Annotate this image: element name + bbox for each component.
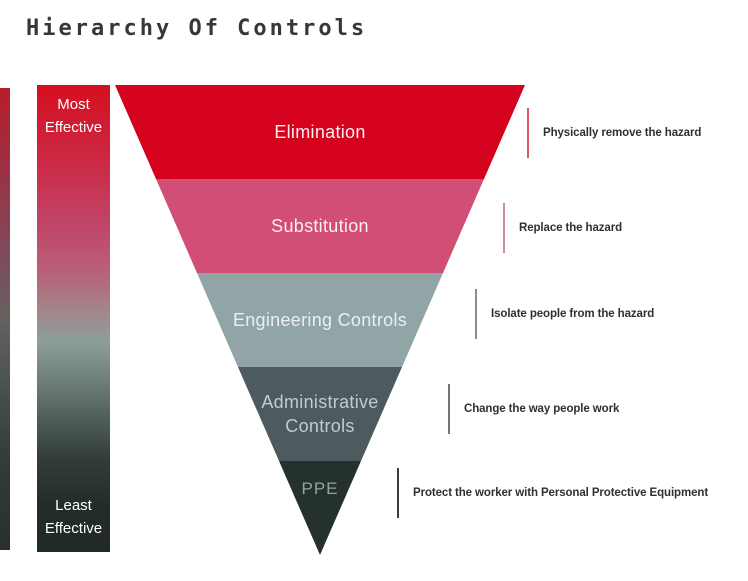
annotation-substitution-note: Replace the hazard <box>519 222 623 234</box>
pyramid-level-ppe-label: PPE <box>301 479 339 498</box>
annotation-elimination: Physically remove the hazard <box>527 108 701 158</box>
annotation-administrative-controls-tick-line <box>448 384 450 434</box>
annotation-ppe-tick-line <box>397 468 399 518</box>
pyramid-level-administrative-controls-label: Administrative Controls <box>261 391 379 436</box>
annotation-engineering-controls: Isolate people from the hazard <box>475 289 654 339</box>
pyramid-level-elimination: Elimination <box>115 85 525 179</box>
annotation-ppe-note: Protect the worker with Personal Protect… <box>413 487 709 499</box>
least-effective-label: Least Effective <box>44 496 103 537</box>
annotation-administrative-controls: Change the way people work <box>448 384 619 434</box>
page-title: Hierarchy Of Controls <box>26 16 368 41</box>
annotation-engineering-controls-note: Isolate people from the hazard <box>491 308 655 320</box>
pyramid-level-substitution: Substitution <box>115 179 525 273</box>
pyramid-level-substitution-label: Substitution <box>271 215 369 236</box>
annotation-elimination-note: Physically remove the hazard <box>543 127 702 139</box>
pyramid-level-elimination-label: Elimination <box>274 121 366 142</box>
pyramid-level-engineering-controls: Engineering Controls <box>115 273 525 367</box>
pyramid-level-engineering-controls-label: Engineering Controls <box>232 309 408 330</box>
annotation-administrative-controls-note: Change the way people work <box>464 403 620 415</box>
annotation-ppe: Protect the worker with Personal Protect… <box>397 468 708 518</box>
most-effective-label: Most Effective <box>44 96 103 137</box>
effectiveness-scale-bar: Most Effective Least Effective <box>37 85 110 552</box>
annotation-engineering-controls-tick-line <box>475 289 477 339</box>
annotation-substitution-tick-line <box>503 203 505 253</box>
scale-shadow-strip <box>0 88 10 550</box>
annotation-substitution: Replace the hazard <box>503 203 622 253</box>
annotation-elimination-tick-line <box>527 108 529 158</box>
